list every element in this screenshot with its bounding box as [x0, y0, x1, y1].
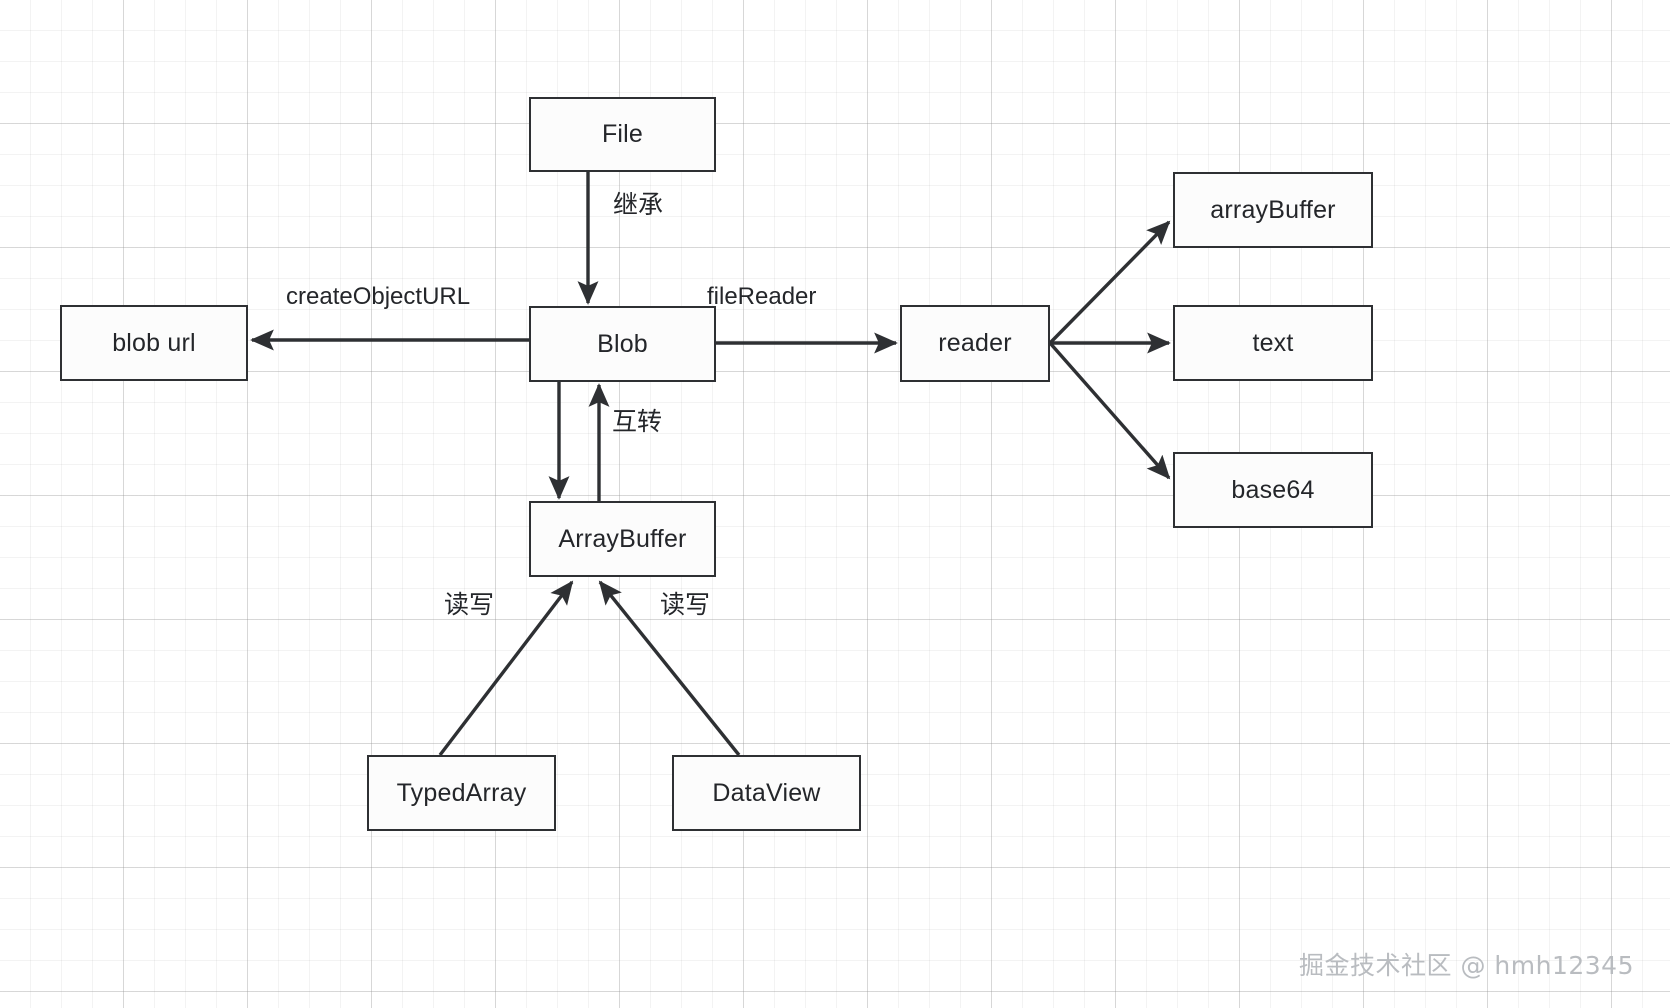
node-array-buffer-output-label: arrayBuffer — [1210, 195, 1336, 224]
node-array-buffer-label: ArrayBuffer — [558, 524, 687, 553]
node-file[interactable]: File — [529, 97, 716, 172]
node-blob-label: Blob — [597, 329, 648, 358]
node-text-label: text — [1252, 328, 1294, 357]
node-blob[interactable]: Blob — [529, 306, 716, 382]
node-base64[interactable]: base64 — [1173, 452, 1373, 528]
node-typed-array-label: TypedArray — [396, 778, 527, 807]
node-array-buffer-output[interactable]: arrayBuffer — [1173, 172, 1373, 248]
node-reader-label: reader — [938, 329, 1012, 357]
edge-label-read-write-data-view: 读写 — [660, 590, 711, 619]
node-reader[interactable]: reader — [900, 305, 1050, 382]
node-array-buffer[interactable]: ArrayBuffer — [529, 501, 716, 577]
edge-reader-to-array-buffer — [1048, 220, 1171, 345]
node-base64-label: base64 — [1231, 475, 1315, 504]
edge-label-read-write-typed-array: 读写 — [444, 590, 495, 619]
watermark: 掘金技术社区 @ hmh12345 — [1299, 951, 1634, 980]
node-typed-array[interactable]: TypedArray — [367, 755, 556, 831]
node-data-view[interactable]: DataView — [672, 755, 861, 831]
edge-label-create-object-url: createObjectURL — [286, 283, 471, 310]
node-data-view-label: DataView — [712, 778, 821, 807]
node-blob-url[interactable]: blob url — [60, 305, 248, 381]
edge-reader-to-base64 — [1048, 341, 1171, 480]
node-blob-url-label: blob url — [112, 328, 196, 357]
edge-label-file-reader: fileReader — [707, 283, 817, 310]
node-text[interactable]: text — [1173, 305, 1373, 381]
node-file-label: File — [601, 120, 644, 148]
edge-label-inherit: 继承 — [613, 190, 664, 219]
edge-label-mutual-convert: 互转 — [612, 407, 663, 436]
